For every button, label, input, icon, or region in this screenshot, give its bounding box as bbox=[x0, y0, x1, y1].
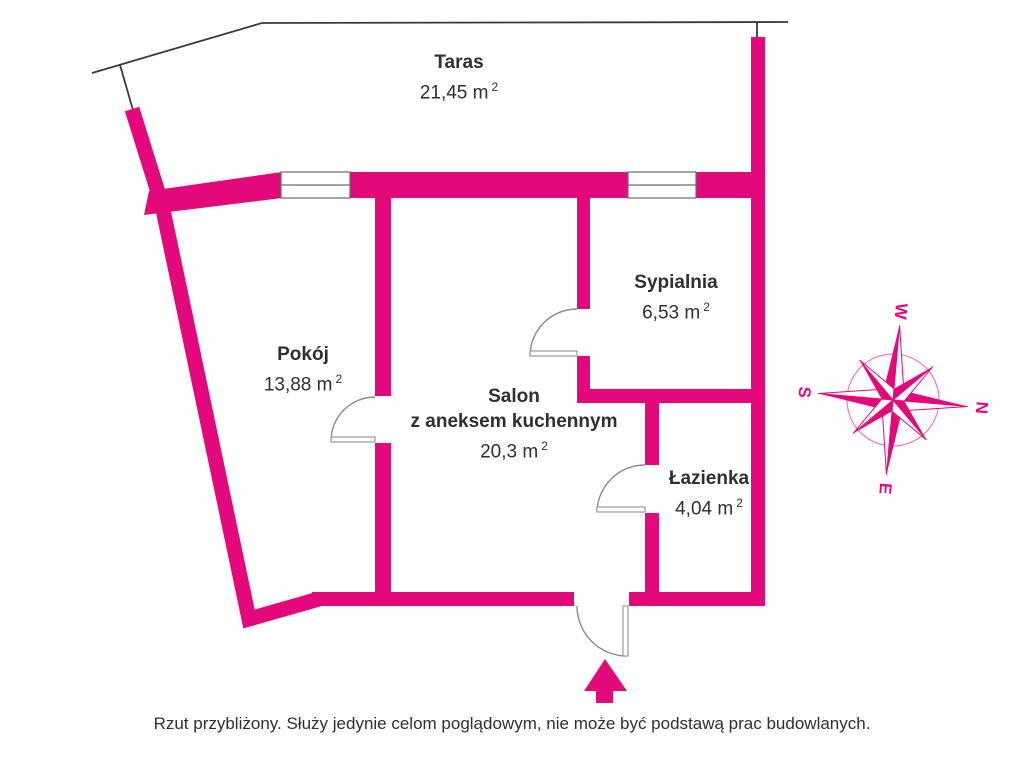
wall-sypialnia-bottom bbox=[577, 389, 751, 403]
wall-bottom-right bbox=[629, 592, 765, 606]
door-leaf-entrance bbox=[622, 605, 629, 657]
wall-pokoj-salon-upper bbox=[375, 197, 391, 396]
wall-top-right bbox=[696, 172, 752, 198]
compass-letter-west: W bbox=[891, 303, 911, 322]
wall-pokoj-salon-lower bbox=[375, 443, 391, 596]
doors bbox=[330, 308, 646, 657]
door-leaf-sypialnia bbox=[529, 350, 578, 357]
wall-right-outer bbox=[751, 37, 765, 606]
wall-lazienka-left-upper bbox=[645, 403, 659, 465]
wall-lazienka-left-lower bbox=[645, 513, 659, 596]
door-arc-lazienka bbox=[596, 464, 646, 512]
wall-top-diagonal bbox=[144, 172, 282, 215]
compass-letter-east: E bbox=[875, 482, 895, 495]
entrance-arrow-icon bbox=[584, 659, 627, 703]
compass-letter-north: N bbox=[972, 401, 992, 415]
door-arc-entrance bbox=[576, 605, 628, 657]
terrace-outline bbox=[91, 21, 789, 111]
wall-sypialnia-left-lower bbox=[577, 356, 590, 396]
compass-point-nw bbox=[891, 366, 934, 402]
wall-left-outer bbox=[124, 106, 322, 629]
terrace-left-connector-line bbox=[119, 64, 134, 111]
door-leaf-pokoj bbox=[330, 436, 376, 443]
compass-rose-icon: N E S W bbox=[794, 303, 992, 496]
wall-top-middle bbox=[350, 172, 628, 198]
windows bbox=[280, 171, 697, 199]
wall-bottom-left bbox=[312, 592, 574, 606]
door-arc-sypialnia bbox=[529, 308, 578, 357]
wall-sypialnia-left-upper bbox=[577, 197, 590, 309]
door-arc-pokoj bbox=[330, 396, 376, 442]
door-leaf-lazienka bbox=[596, 506, 646, 513]
walls bbox=[124, 37, 765, 629]
terrace-boundary-line bbox=[91, 21, 789, 74]
compass-letter-south: S bbox=[794, 386, 814, 399]
disclaimer-text: Rzut przybliżony. Służy jedynie celom po… bbox=[153, 714, 871, 733]
